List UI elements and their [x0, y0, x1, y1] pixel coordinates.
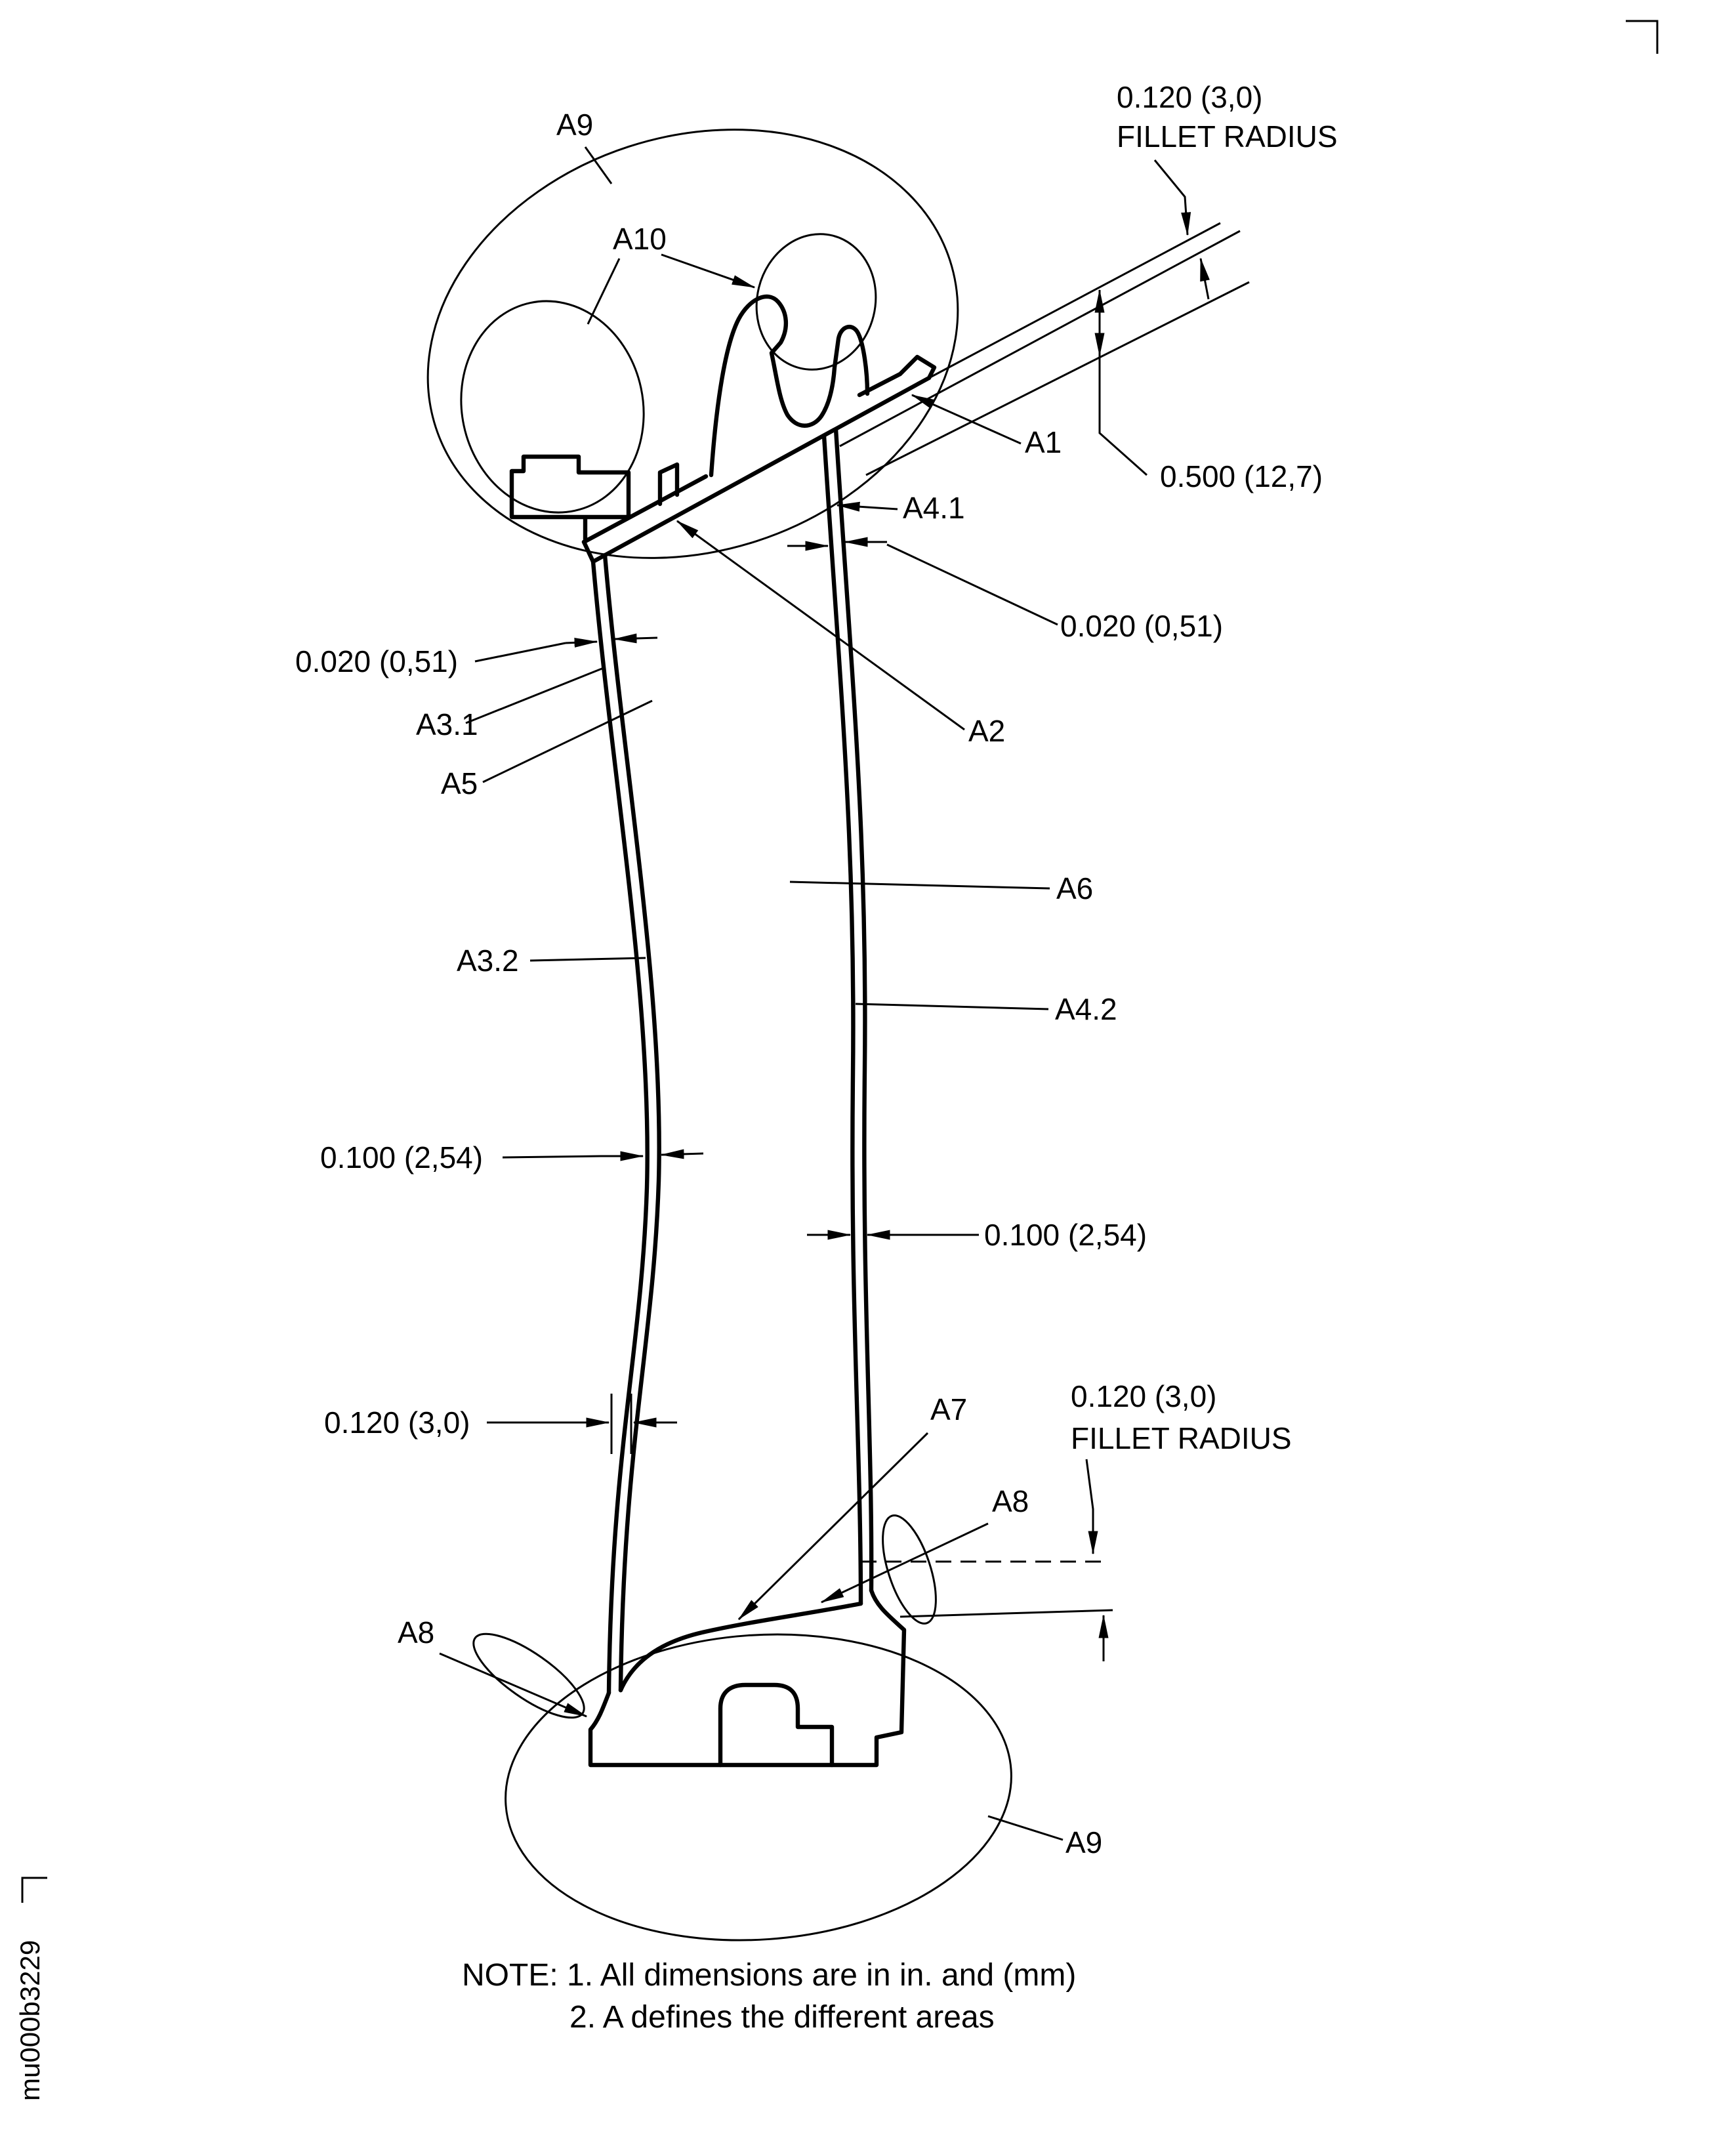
dim-wall-left-mid: 0.100 (2,54)	[320, 1140, 483, 1174]
dim-fillet-top-arrow-down	[1153, 159, 1191, 236]
balloon-a10-left	[460, 300, 645, 514]
leader-a5	[482, 699, 653, 783]
ext-fillet-offset	[839, 230, 1241, 447]
leader-a1	[911, 394, 1022, 445]
balloon-a8-right	[882, 1514, 937, 1625]
leader-a6	[789, 881, 1050, 890]
web-right-outer-wall	[833, 426, 874, 1593]
label-a1: A1	[1025, 425, 1062, 459]
dim-skin-right-top: 0.020 (0,51)	[1060, 609, 1223, 643]
web-left-outer-wall	[590, 559, 650, 1695]
note-line2: 2. A defines the different areas	[569, 2000, 995, 2035]
label-a8-right: A8	[992, 1484, 1029, 1518]
dim-fillet-top-arrow-up	[1199, 257, 1210, 300]
page-corner-mark	[1626, 20, 1659, 54]
leader-a4-1	[836, 501, 898, 512]
dim-fillet-top-value: 0.120 (3,0)	[1117, 80, 1262, 114]
ext-foot-surface	[899, 1609, 1113, 1618]
dim-wall-right-mid: 0.100 (2,54)	[984, 1218, 1147, 1252]
leader-a8-right	[820, 1522, 989, 1604]
label-a9-top: A9	[556, 108, 593, 142]
leader-a8-left	[439, 1652, 588, 1718]
leader-a4-2	[855, 1003, 1049, 1010]
balloon-a9-bottom	[505, 1633, 1012, 1942]
ext-platform-surface	[928, 222, 1221, 379]
web-right-inner-wall	[821, 433, 863, 1606]
platform-bottom-surface	[590, 375, 932, 564]
web-left-inner-wall	[602, 552, 661, 1693]
ext-platform-bottom	[865, 281, 1250, 476]
leader-a9-top	[584, 146, 613, 184]
label-a3-2: A3.2	[457, 944, 519, 978]
label-a5: A5	[441, 766, 478, 800]
dimension-lines	[474, 159, 1210, 1661]
label-leaders	[439, 146, 1064, 1841]
leader-a9-bottom	[987, 1815, 1064, 1841]
balloon-a10-right	[755, 233, 877, 371]
extension-lines	[610, 222, 1250, 1618]
dim-0020-left-arrow-b	[613, 633, 658, 644]
dim-platform-thickness: 0.500 (12,7)	[1160, 459, 1323, 493]
dim-fillet-top-label: FILLET RADIUS	[1117, 119, 1338, 154]
label-a7: A7	[930, 1392, 967, 1426]
dim-fillet-bottom-arrow-down	[1085, 1459, 1098, 1555]
label-a10: A10	[613, 222, 667, 256]
dim-skin-left-top: 0.020 (0,51)	[295, 644, 458, 678]
foot-internal-slot	[718, 1682, 835, 1768]
platform-top-surface-left	[581, 474, 709, 545]
dim-0020-right-leader	[886, 543, 1058, 626]
leader-a10-left	[587, 258, 621, 325]
leader-a3-2	[529, 957, 646, 962]
doc-corner-mark	[21, 1877, 47, 1903]
part-profile	[509, 294, 937, 1768]
dim-0500-leader	[1098, 356, 1147, 476]
leader-a10-right	[661, 253, 756, 289]
doc-number: mu000b3229	[14, 1940, 45, 2101]
leader-a3-1	[465, 667, 604, 724]
area-balloons	[426, 129, 1012, 1942]
label-a4-1: A4.1	[903, 491, 965, 525]
platform-top-surface-right-tip	[857, 354, 937, 398]
balloon-a8-left	[472, 1632, 585, 1719]
foot-top-fillet-sweep	[618, 1601, 863, 1693]
head-middle-hook	[709, 294, 870, 478]
leader-a7	[737, 1432, 929, 1621]
dim-0100-left-arrow-b	[660, 1149, 704, 1159]
foot-outline	[588, 1588, 907, 1768]
balloon-a9-top	[426, 129, 959, 559]
head-left-hook-block	[509, 454, 631, 542]
label-a3-1: A3.1	[416, 707, 478, 741]
leader-a2	[676, 520, 965, 731]
dim-wall-left-bottom: 0.120 (3,0)	[324, 1405, 470, 1440]
dim-0100-left-leader	[502, 1155, 602, 1159]
dim-fillet-bottom-value: 0.120 (3,0)	[1071, 1379, 1216, 1413]
platform-left-end	[581, 539, 596, 564]
label-a6: A6	[1056, 871, 1093, 905]
label-a4-2: A4.2	[1055, 992, 1117, 1026]
label-a2: A2	[968, 714, 1005, 748]
dim-0020-left-leader	[474, 642, 566, 663]
dim-fillet-bottom-label: FILLET RADIUS	[1071, 1421, 1292, 1455]
head-center-tab	[657, 462, 680, 507]
dim-0020-left-arrow-a	[565, 637, 598, 648]
note-line1: NOTE: 1. All dimensions are in in. and (…	[462, 1958, 1076, 1993]
label-a8-left: A8	[398, 1615, 434, 1650]
labels: A9 0.120 (3,0) FILLET RADIUS A10 A1 0.50…	[14, 80, 1338, 2101]
label-a9-bottom: A9	[1065, 1825, 1102, 1859]
